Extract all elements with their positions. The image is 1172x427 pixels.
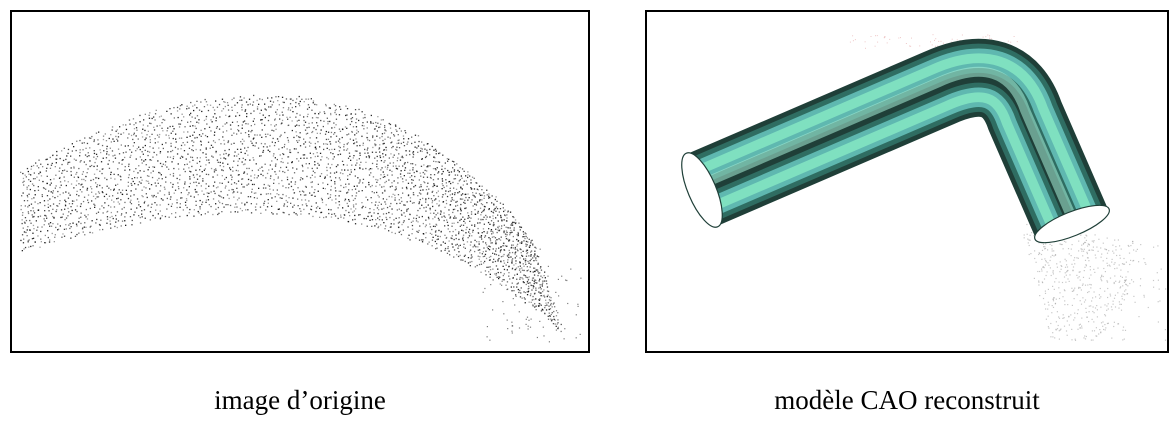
reconstructed-cad-model-panel [645,10,1169,353]
cad-model-image [681,34,1167,341]
left-caption: image d’origine [214,385,386,415]
reconstructed-pipe [681,38,1110,244]
point-cloud-image [20,94,582,343]
right-caption: modèle CAO reconstruit [774,385,1040,415]
original-point-cloud-panel [10,10,590,353]
